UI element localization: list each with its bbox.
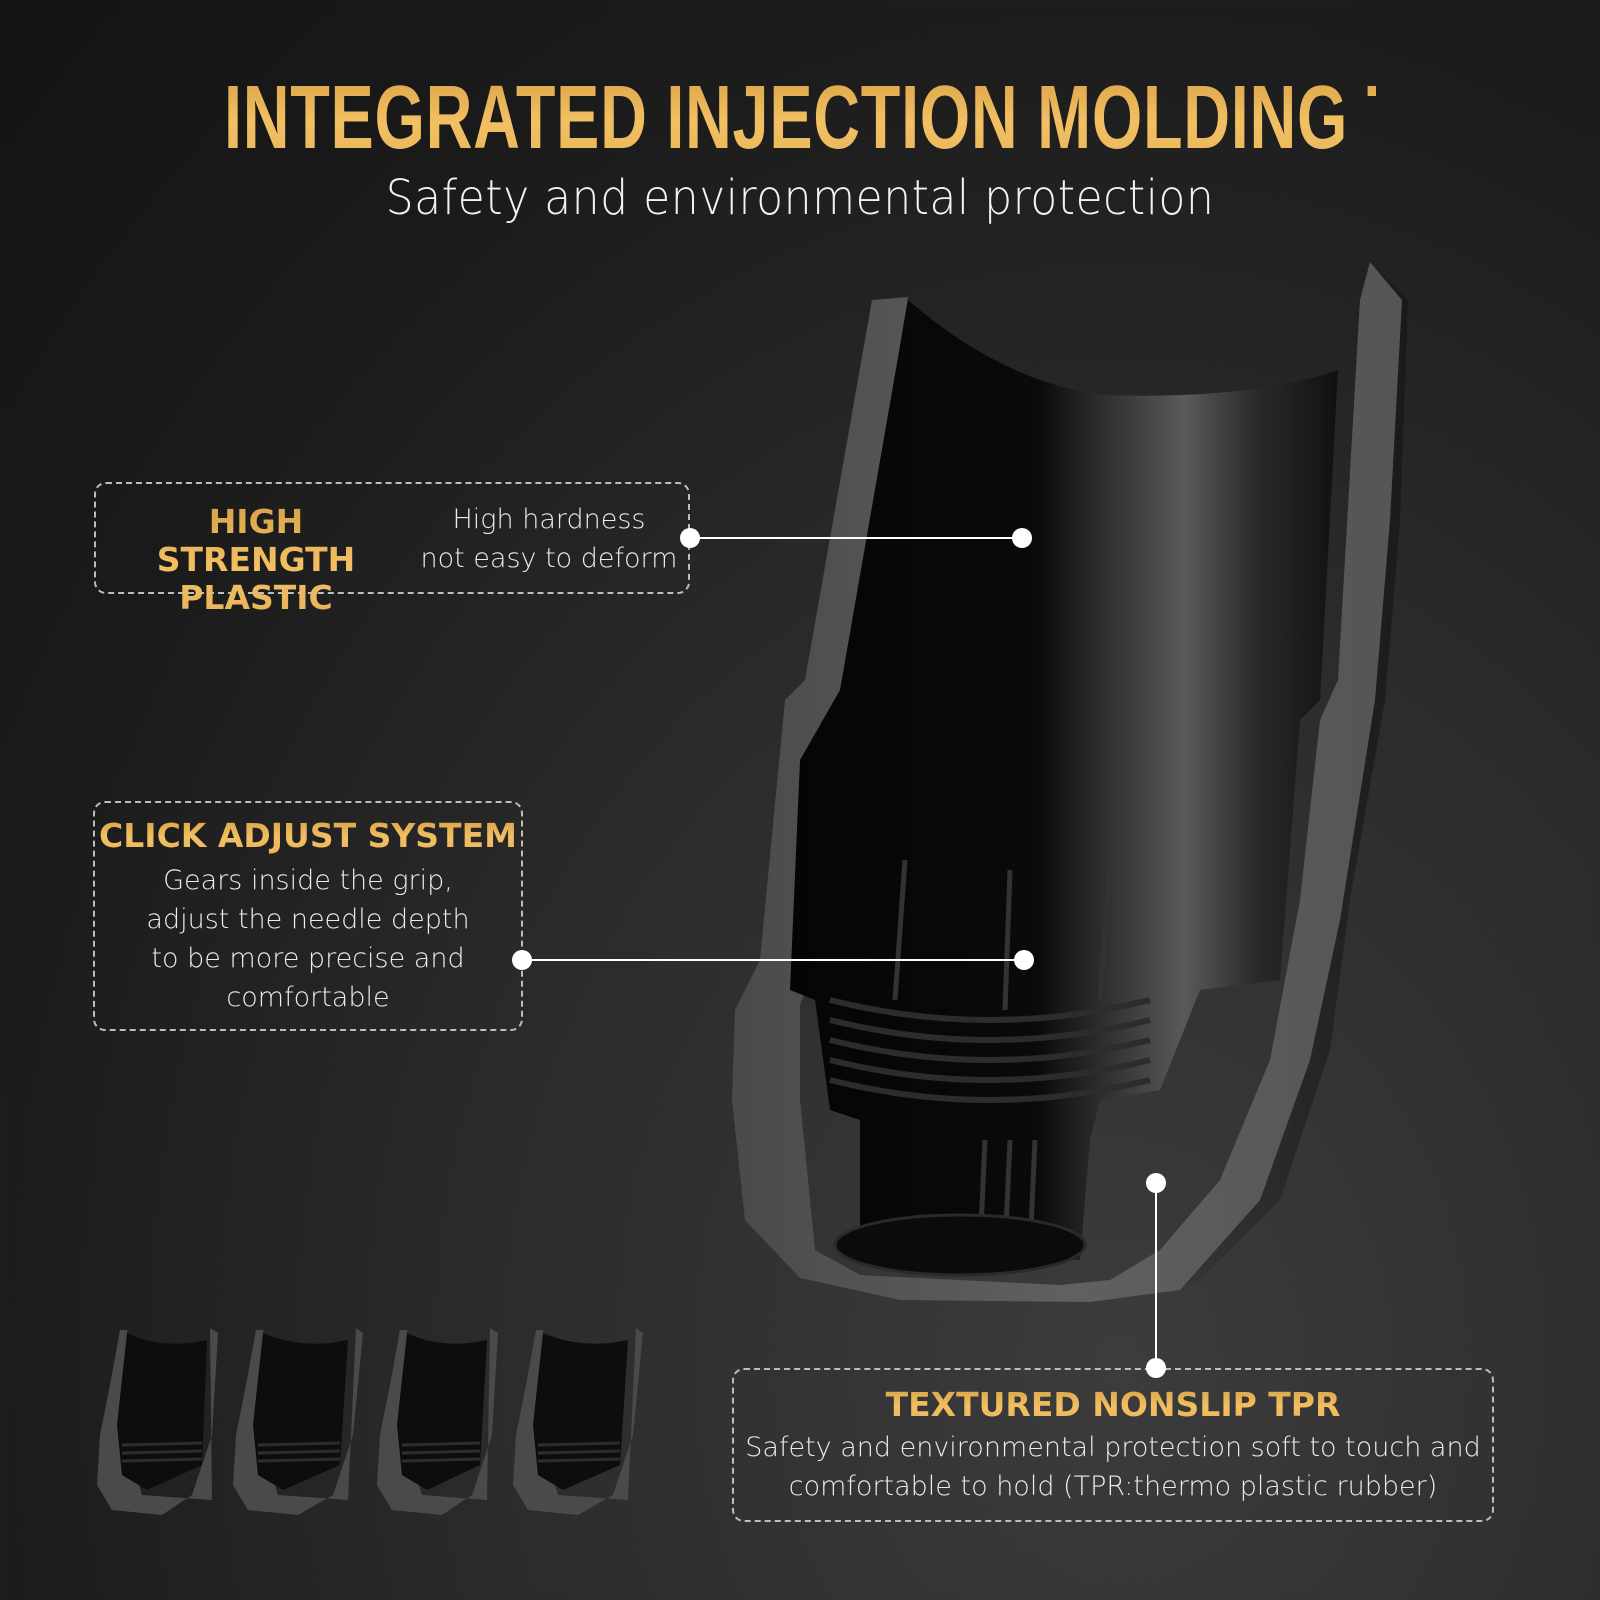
connector-dot-start-3: [1146, 1173, 1166, 1193]
callout-description: Gears inside the grip, adjust the needle…: [146, 865, 470, 1013]
grip-thumbnail-1: [97, 1328, 218, 1515]
page-subtitle: Safety and environmental protection: [385, 170, 1215, 226]
callout-textured-nonslip-tpr: TEXTURED NONSLIP TPR Safety and environm…: [732, 1368, 1494, 1522]
grip-thumbnail-3: [377, 1328, 498, 1515]
callout-high-strength-plastic: HIGH STRENGTH PLASTIC High hardness not …: [94, 482, 690, 594]
connector-dot-end-2: [1014, 950, 1034, 970]
connector-dot-start-2: [512, 950, 532, 970]
grip-thumbnail-4: [513, 1328, 643, 1515]
callout-heading: HIGH STRENGTH PLASTIC: [106, 503, 406, 617]
grip-thumbnail-2: [233, 1328, 363, 1515]
connector-line-3: [1155, 1183, 1157, 1365]
page-title: INTEGRATED INJECTION MOLDING TECHNOLOGY: [224, 68, 1600, 168]
callout-click-adjust-system: CLICK ADJUST SYSTEM Gears inside the gri…: [93, 801, 523, 1031]
callout-heading: CLICK ADJUST SYSTEM: [95, 817, 521, 855]
connector-dot-end-3: [1146, 1358, 1166, 1378]
callout-heading: TEXTURED NONSLIP TPR: [734, 1386, 1492, 1424]
connector-dot-start-1: [680, 528, 700, 548]
connector-dot-end-1: [1012, 528, 1032, 548]
connector-line-1: [690, 537, 1022, 539]
connector-line-2: [522, 959, 1024, 961]
callout-description: High hardness not easy to deform: [420, 504, 678, 574]
callout-description: Safety and environmental protection soft…: [745, 1432, 1481, 1502]
